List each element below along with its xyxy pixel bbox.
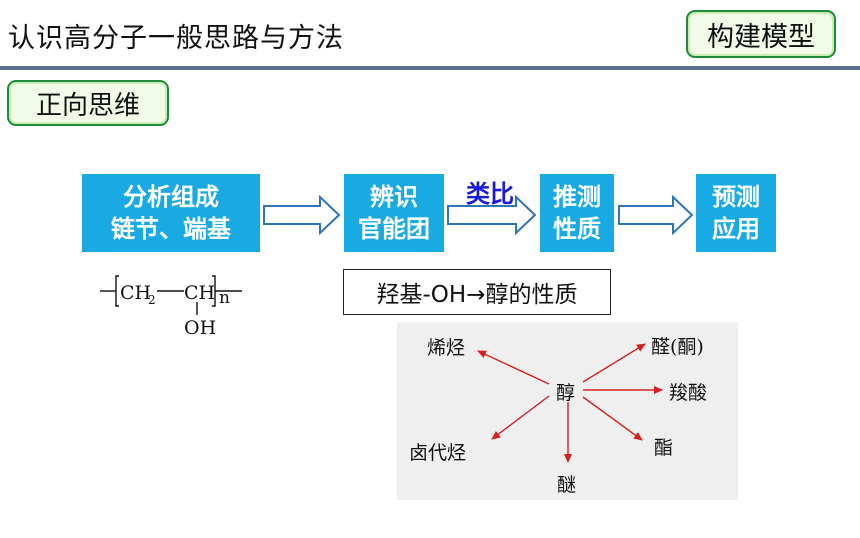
box4-line1: 预测: [712, 183, 760, 211]
flow-arrow-1-icon: [263, 195, 341, 235]
polyvinyl-alcohol-formula: CH 2 CH n OH: [100, 275, 242, 339]
box3-line2: 性质: [553, 215, 601, 243]
reaction-arrows-icon: [477, 343, 663, 463]
haloalkane-label: 卤代烃: [409, 442, 467, 464]
alcohol-center: 醇: [556, 382, 576, 404]
slide-title: 认识高分子一般思路与方法: [8, 23, 344, 54]
infer-properties-box: 推测 性质: [540, 174, 614, 252]
analogy-label: 类比: [466, 180, 514, 208]
hydroxyl-property-box: 羟基-OH→醇的性质: [343, 269, 611, 315]
repeat-n: n: [219, 288, 230, 308]
flow-arrow-2-icon: [447, 195, 537, 235]
ch2-subscript: 2: [148, 293, 156, 307]
ester-label: 酯: [654, 437, 674, 459]
ch-group: CH: [184, 282, 215, 304]
alcohol-reaction-diagram: 醇 烯烃 醛(酮) 羧酸 卤代烃 酯 醚: [397, 322, 738, 500]
box2-line1: 辨识: [370, 183, 418, 211]
analyze-composition-box: 分析组成 链节、端基: [82, 174, 260, 252]
box1-line1: 分析组成: [123, 183, 219, 211]
predict-application-box: 预测 应用: [696, 174, 776, 252]
aldehyde-ketone-label: 醛(酮): [651, 336, 704, 358]
flow-arrow-3-icon: [618, 195, 694, 235]
box1-line2: 链节、端基: [111, 215, 231, 243]
carboxylic-acid-label: 羧酸: [669, 382, 708, 404]
forward-thinking-tag: 正向思维: [7, 80, 169, 126]
title-divider: [0, 66, 860, 70]
oh-group: OH: [184, 317, 216, 339]
identify-functional-group-box: 辨识 官能团: [344, 174, 444, 252]
box2-line2: 官能团: [358, 215, 430, 243]
ether-label: 醚: [557, 474, 577, 496]
box3-line1: 推测: [553, 183, 601, 211]
alkene-label: 烯烃: [427, 337, 466, 359]
box4-line2: 应用: [712, 215, 760, 243]
model-tag: 构建模型: [686, 10, 836, 58]
ch2-group: CH: [120, 282, 151, 304]
